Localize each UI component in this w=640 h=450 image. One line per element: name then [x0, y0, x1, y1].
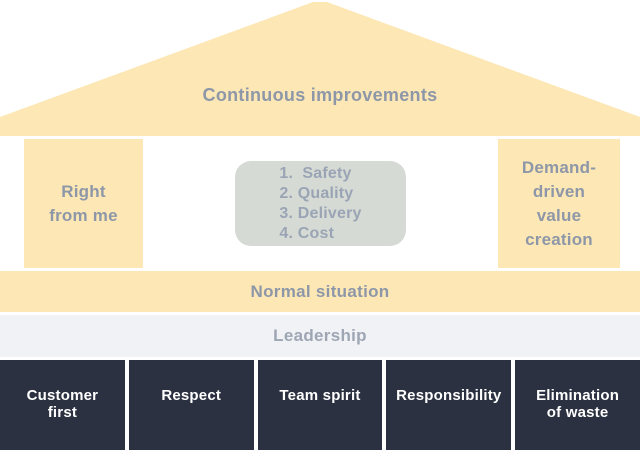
foundation-block-respect: Respect	[128, 360, 254, 450]
kpi-item-cost: 4. Cost	[279, 224, 335, 242]
foundation-block-responsibility: Responsibility	[386, 360, 512, 450]
leadership-bar: Leadership	[0, 315, 640, 357]
kpi-box: 1. Safety 2. Quality 3. Delivery 4. Cost	[235, 161, 406, 246]
foundation-block-elimination-of-waste: Elimination of waste	[515, 360, 640, 450]
foundation-block-team-spirit: Team spirit	[257, 360, 383, 450]
kpi-list: 1. Safety 2. Quality 3. Delivery 4. Cost	[279, 164, 361, 244]
foundation-block-customer-first: Customer first	[0, 360, 125, 450]
normal-situation-bar: Normal situation	[0, 271, 640, 312]
kpi-item-safety: 1. Safety	[279, 164, 352, 182]
pillar-right-from-me: Right from me	[24, 139, 143, 268]
kpi-item-quality: 2. Quality	[279, 184, 354, 202]
roof-triangle	[0, 2, 640, 136]
roof-label: Continuous improvements	[202, 85, 438, 105]
foundation-row: Customer first Respect Team spirit Respo…	[0, 360, 640, 450]
kpi-item-delivery: 3. Delivery	[279, 204, 362, 222]
pillar-demand-driven-value-creation: Demand- driven value creation	[498, 139, 620, 268]
